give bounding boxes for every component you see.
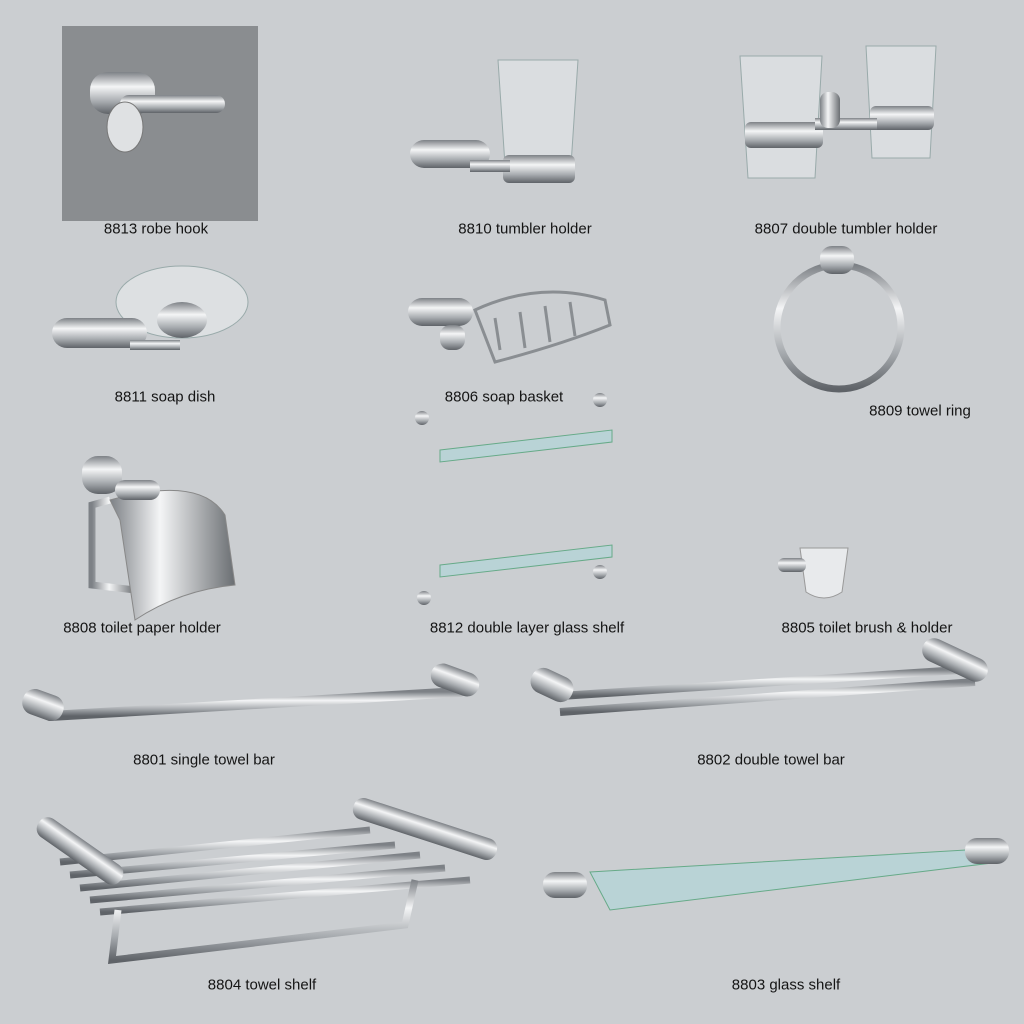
- product-label-soap-dish: 8811 soap dish: [114, 388, 216, 406]
- robe-hook-photo-box: [62, 26, 258, 221]
- toilet-paper-holder-image: [82, 456, 236, 621]
- toilet-brush-holder-image: [778, 428, 849, 599]
- product-label-double-towel-bar: 8802 double towel bar: [697, 751, 845, 769]
- double-towel-bar-image: [530, 638, 988, 716]
- product-label-robe-hook: 8813 robe hook: [103, 220, 209, 238]
- product-label-glass-shelf: 8803 glass shelf: [731, 976, 841, 994]
- glass-shelf-image: [543, 838, 1009, 911]
- double-layer-glass-shelf-image: [415, 393, 613, 605]
- product-label-tumbler-holder: 8810 tumbler holder: [458, 220, 592, 238]
- product-label-toilet-paper-holder: 8808 toilet paper holder: [63, 619, 221, 637]
- towel-ring-image: [773, 246, 905, 393]
- product-label-towel-ring: 8809 towel ring: [869, 402, 971, 420]
- towel-shelf-image: [36, 797, 498, 965]
- soap-basket-image: [408, 290, 612, 364]
- product-label-double-tumbler-holder: 8807 double tumbler holder: [754, 220, 938, 238]
- robe-hook-image: [90, 72, 225, 153]
- product-label-toilet-brush-holder: 8805 toilet brush & holder: [781, 619, 953, 637]
- single-towel-bar-image: [22, 663, 480, 722]
- double-tumbler-holder-image: [739, 45, 937, 179]
- product-label-towel-shelf: 8804 towel shelf: [207, 976, 317, 994]
- product-label-soap-basket: 8806 soap basket: [444, 388, 564, 406]
- tumbler-holder-image: [410, 59, 579, 183]
- product-label-single-towel-bar: 8801 single towel bar: [133, 751, 275, 769]
- product-label-double-layer-glass-shelf: 8812 double layer glass shelf: [429, 619, 625, 637]
- soap-dish-image: [52, 265, 249, 350]
